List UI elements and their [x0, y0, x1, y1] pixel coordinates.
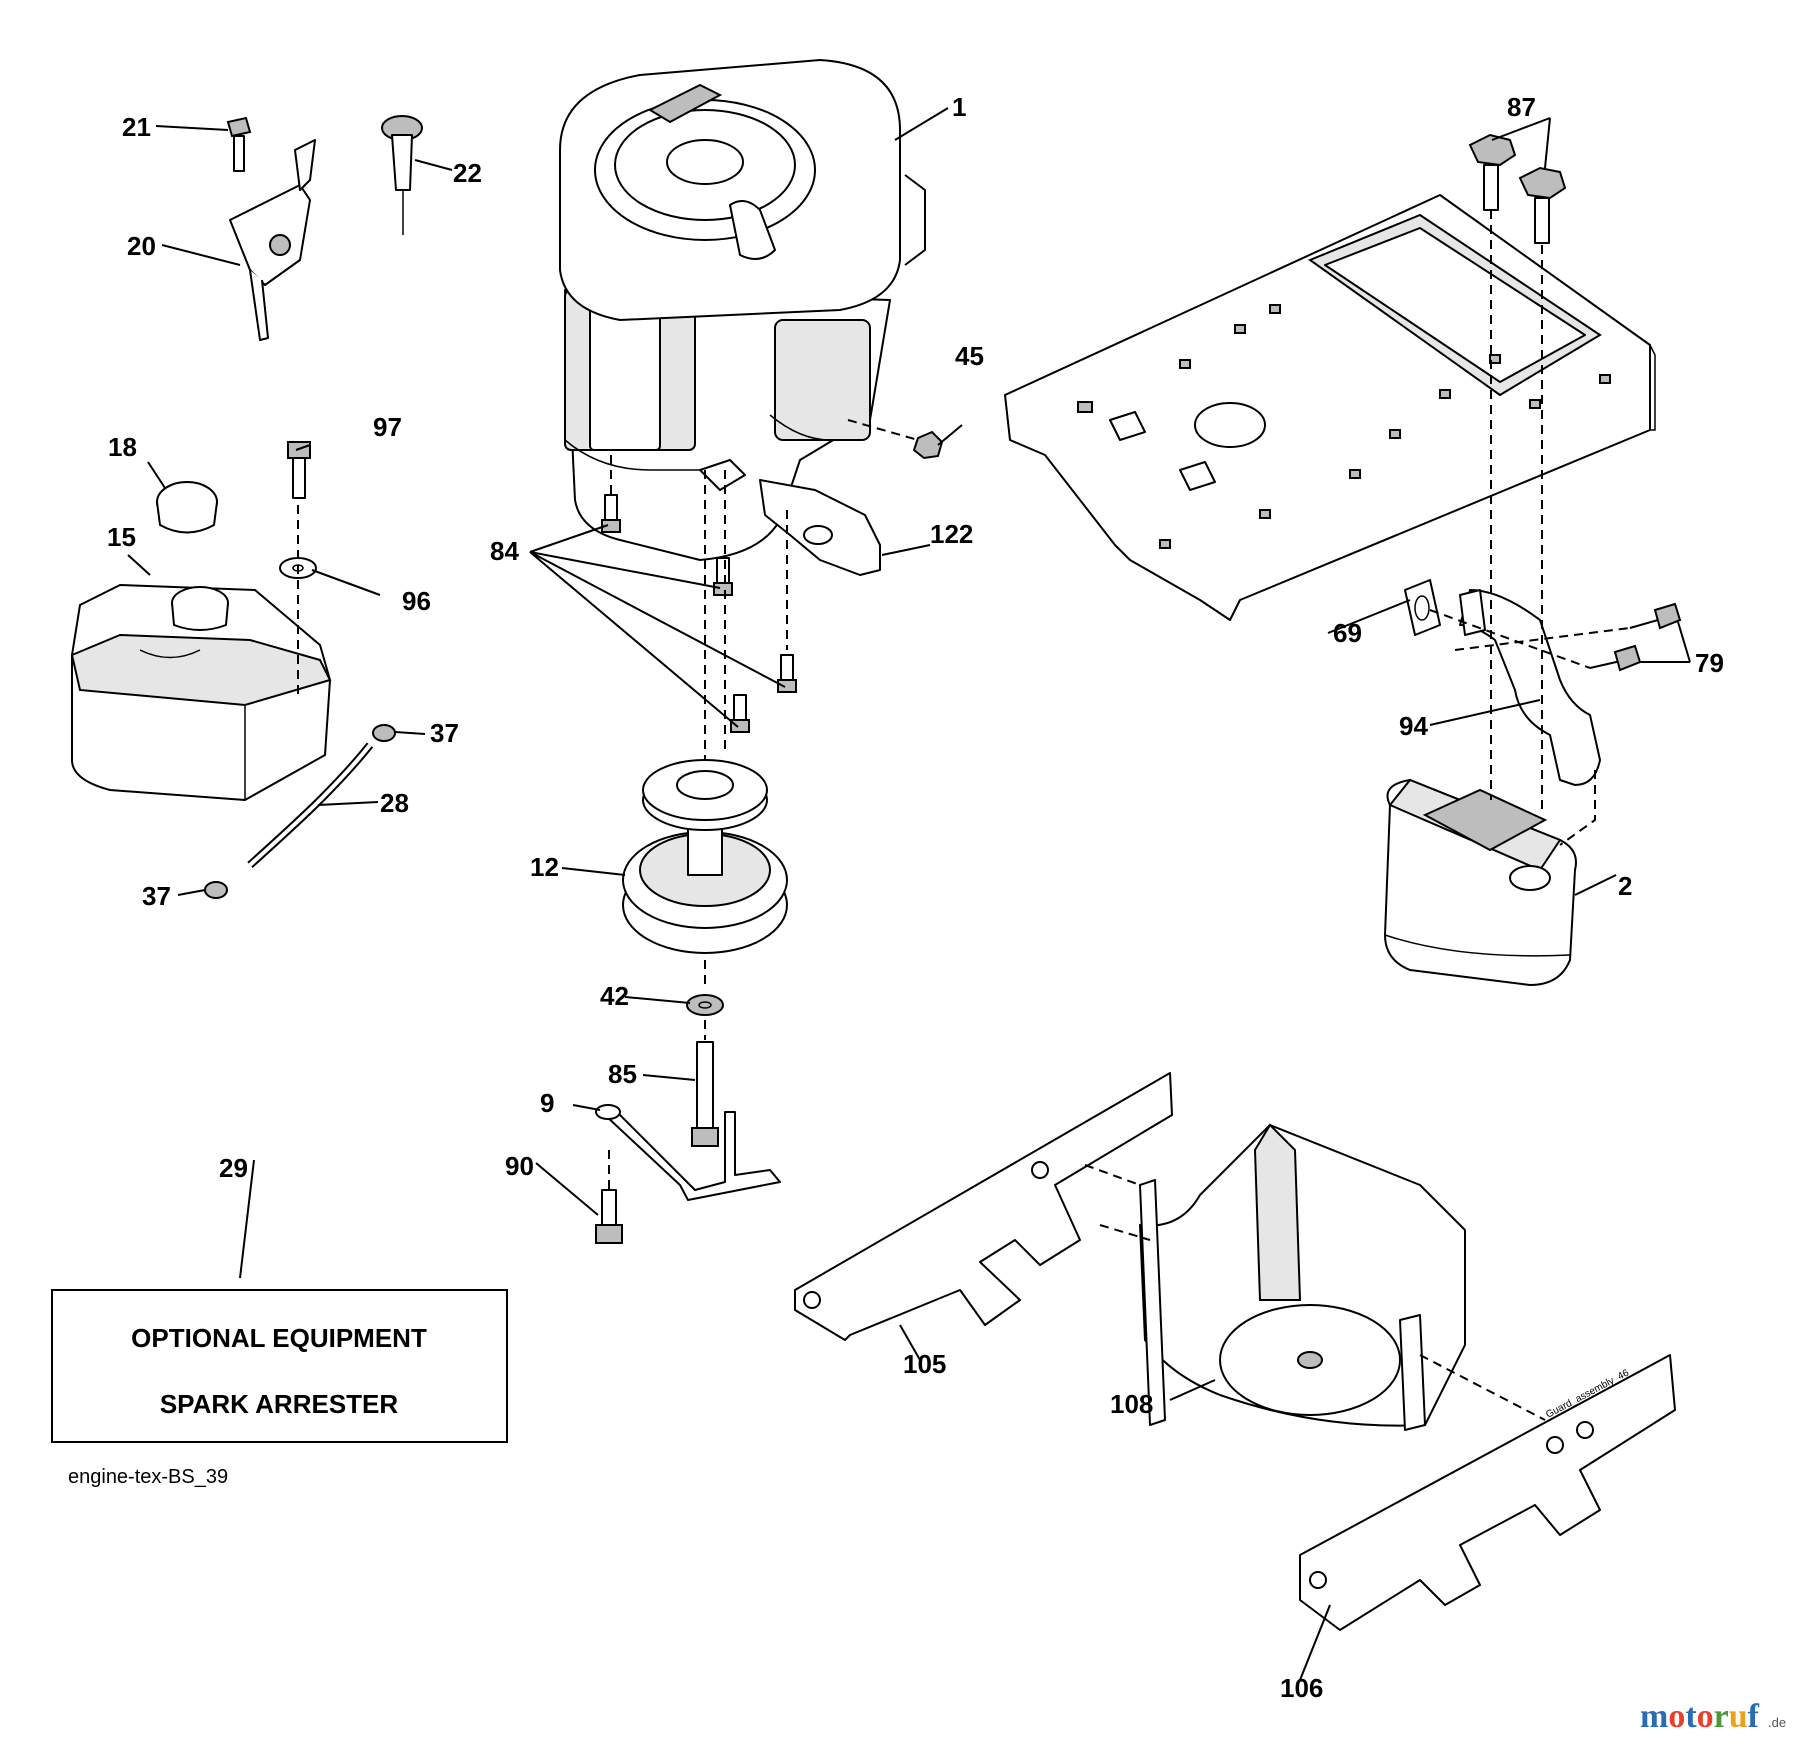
callout-45: 45: [955, 341, 984, 371]
nut-45: [912, 430, 944, 460]
wm-letter-u: u: [1729, 1698, 1748, 1735]
wm-letter-o: o: [1668, 1698, 1685, 1735]
assembly-lines: [297, 210, 1631, 1421]
engine-mount-plate: [1004, 194, 1656, 621]
optional-equipment-box: OPTIONAL EQUIPMENT SPARK ARRESTER: [51, 1289, 508, 1443]
svg-text:motoruf: motoruf: [1640, 1698, 1760, 1735]
callout-108: 108: [1110, 1389, 1153, 1419]
figure-id: engine-tex-BS_39: [68, 1466, 228, 1488]
callout-37-b: 37: [142, 881, 171, 911]
bracket-9: [595, 1104, 781, 1201]
muffler-part-2: [1384, 778, 1577, 986]
screw-79-a: [1629, 602, 1682, 630]
callout-105: 105: [903, 1349, 946, 1379]
washer-42: [686, 994, 724, 1016]
callout-22: 22: [453, 158, 482, 188]
callout-79: 79: [1695, 648, 1724, 678]
callout-9: 9: [540, 1088, 554, 1118]
callout-20: 20: [127, 231, 156, 261]
clamp-37-a: [372, 724, 396, 742]
exhaust-pipe-94: [1459, 589, 1601, 786]
screw-84-b: [713, 557, 733, 596]
deflector-122: [759, 479, 881, 576]
bolt-85: [691, 1041, 719, 1147]
throttle-control-20: [229, 139, 316, 341]
screw-84-d: [730, 694, 750, 733]
optional-equipment-title: OPTIONAL EQUIPMENT: [131, 1323, 427, 1353]
guard-108: [1139, 1123, 1466, 1431]
wm-letter-m: m: [1640, 1698, 1668, 1735]
bracket-105: [794, 1072, 1173, 1341]
fuel-cap-18: [156, 481, 218, 534]
callout-21: 21: [122, 112, 151, 142]
callout-2: 2: [1618, 871, 1632, 901]
callout-106: 106: [1280, 1673, 1323, 1703]
engine-part-1: [559, 59, 926, 561]
watermark-logo: motoruf .de: [1640, 1698, 1786, 1735]
wm-letter-t: t: [1685, 1698, 1697, 1735]
callout-28: 28: [380, 788, 409, 818]
watermark-suffix: .de: [1768, 1715, 1786, 1730]
callout-12: 12: [530, 852, 559, 882]
choke-knob-22: [381, 115, 423, 235]
wm-letter-f: f: [1748, 1698, 1760, 1735]
callout-42: 42: [600, 981, 629, 1011]
callout-85: 85: [608, 1059, 637, 1089]
callout-90: 90: [505, 1151, 534, 1181]
fuel-tank-15: [70, 584, 332, 801]
spark-arrester-label: SPARK ARRESTER: [160, 1389, 399, 1419]
leader-lines: [127, 107, 1691, 1681]
screw-84-c: [777, 654, 797, 693]
fuel-line-28: [247, 742, 374, 868]
screw-84-a: [601, 494, 621, 533]
clamp-37-b: [204, 881, 228, 899]
callout-97: 97: [373, 412, 402, 442]
wm-letter-r: r: [1714, 1698, 1729, 1735]
callout-84: 84: [490, 536, 519, 566]
callout-1: 1: [952, 92, 966, 122]
callout-15: 15: [107, 522, 136, 552]
screw-79-b: [1589, 644, 1642, 672]
callout-122: 122: [930, 519, 973, 549]
bracket-106: Guard_assembly_46: [1299, 1354, 1676, 1631]
bolt-97: [287, 441, 311, 499]
callout-94: 94: [1399, 711, 1428, 741]
callout-69: 69: [1333, 618, 1362, 648]
pulley-12: [622, 759, 788, 954]
callout-18: 18: [108, 432, 137, 462]
callout-37-a: 37: [430, 718, 459, 748]
knob-87-a: [1468, 133, 1517, 211]
callout-labels: 1 2 9 12 15 18 20 21 22 28 29 37 37 42 4…: [107, 92, 1724, 1703]
callout-96: 96: [402, 586, 431, 616]
screw-90: [595, 1189, 623, 1244]
callout-29: 29: [219, 1153, 248, 1183]
wm-letter-o2: o: [1697, 1698, 1714, 1735]
callout-87: 87: [1507, 92, 1536, 122]
screw-21: [226, 116, 252, 172]
gasket-69: [1404, 579, 1441, 636]
knob-87-b: [1518, 166, 1567, 244]
